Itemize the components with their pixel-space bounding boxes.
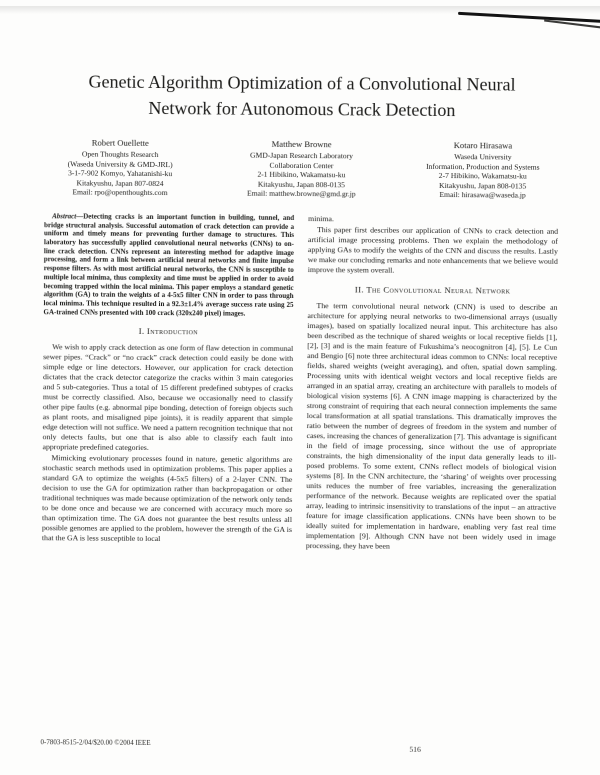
abstract-label: Abstract— bbox=[52, 212, 84, 221]
author-email: Email: hirasawa@waseda.jp bbox=[439, 190, 526, 200]
copyright-notice: 0-7803-8515-2/04/$20.00 ©2004 IEEE bbox=[40, 738, 151, 747]
section-heading-introduction: I. Introduction bbox=[138, 326, 199, 337]
right-column: minima. This paper first describes our a… bbox=[306, 214, 558, 553]
author-name: Robert Ouellette bbox=[91, 137, 149, 148]
section-heading-cnn: II. The Convolutional Neural Network bbox=[354, 284, 511, 296]
author-email: Email: matthew.browne@gmd.gr.jp bbox=[246, 189, 356, 199]
author-block-3: Kotaro Hirasawa Waseda University Inform… bbox=[392, 140, 574, 201]
cnn-paragraph: The term convolutional neural network (C… bbox=[305, 301, 558, 551]
author-block-2: Matthew Browne GMD-Japan Research Labora… bbox=[211, 138, 393, 199]
abstract-paragraph: Abstract—Detecting cracks is an importan… bbox=[43, 212, 294, 318]
author-block-1: Robert Ouellette Open Thoughts Research … bbox=[29, 137, 211, 198]
abstract-text: Detecting cracks is an important functio… bbox=[43, 212, 295, 318]
overview-paragraph: This paper first describes our applicati… bbox=[307, 225, 559, 275]
author-email: Email: rpo@openthoughts.com bbox=[72, 187, 168, 198]
intro-paragraph-1: We wish to apply crack detection as one … bbox=[42, 342, 294, 453]
author-name: Kotaro Hirasawa bbox=[453, 140, 513, 151]
continuation-line: minima. bbox=[308, 214, 334, 224]
paper-title: Genetic Algorithm Optimization of a Conv… bbox=[88, 71, 516, 121]
scan-smudge bbox=[0, 6, 600, 14]
intro-paragraph-2: Mimicking evolutionary processes found i… bbox=[41, 453, 293, 544]
page-number: 516 bbox=[409, 744, 421, 754]
author-name: Matthew Browne bbox=[271, 138, 332, 150]
two-column-body: Abstract—Detecting cracks is an importan… bbox=[42, 212, 558, 553]
author-block-row: Robert Ouellette Open Thoughts Research … bbox=[29, 137, 573, 201]
left-column: Abstract—Detecting cracks is an importan… bbox=[42, 212, 294, 551]
